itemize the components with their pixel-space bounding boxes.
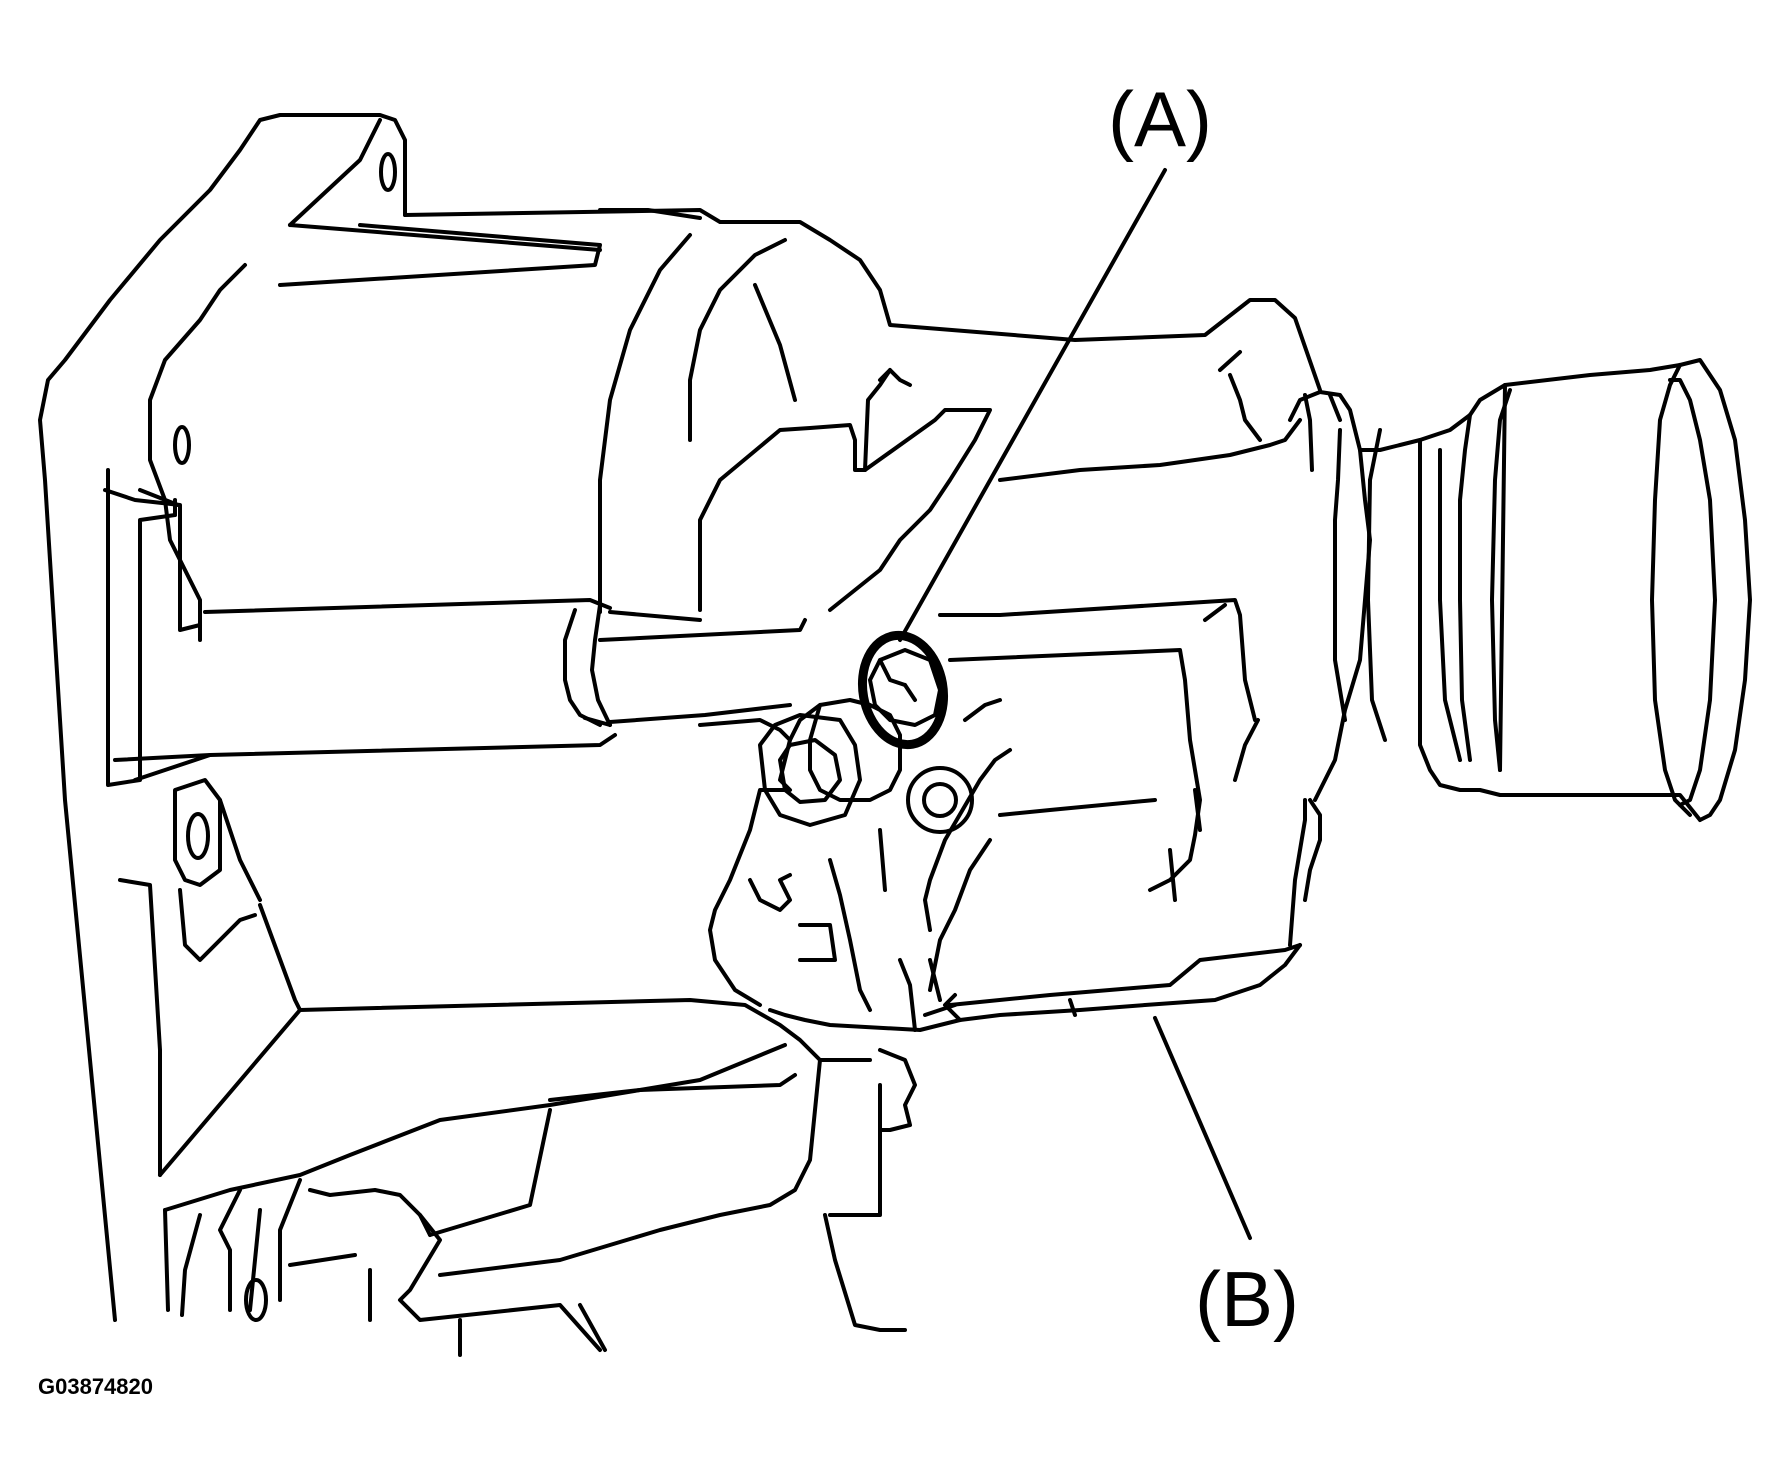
- callout-leaders: [898, 168, 1252, 1240]
- callout-label-a: (A): [1108, 75, 1212, 163]
- oil-pan-outline: [698, 698, 1322, 1032]
- figure-id: G03874820: [38, 1374, 153, 1399]
- bolt-a: [857, 630, 949, 750]
- leader-line-a: [898, 168, 1167, 642]
- callout-label-b: (B): [1195, 1255, 1299, 1343]
- housing-outline: [38, 113, 1322, 1357]
- drain-plugs: [758, 698, 1002, 834]
- housing-ribs: [113, 598, 807, 762]
- rear-output-flange: [1288, 358, 1752, 822]
- housing-body-contours: [598, 233, 1302, 902]
- leader-line-b: [1153, 1016, 1252, 1240]
